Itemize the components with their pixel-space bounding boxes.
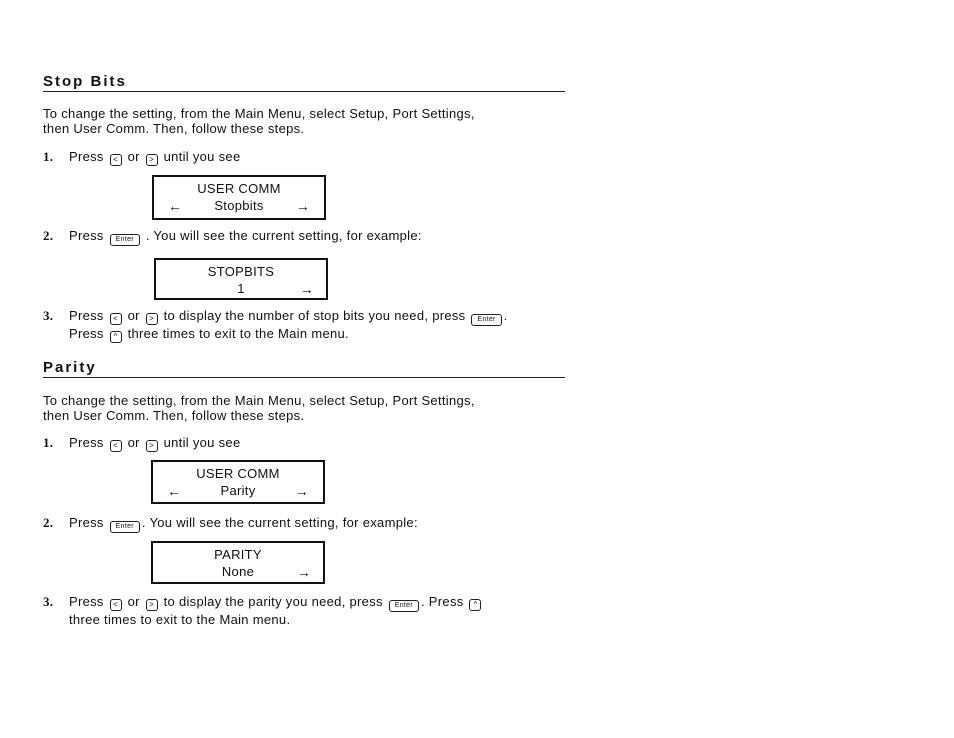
stop-bits-step-2: 2. Press Enter . You will see the curren…	[43, 228, 583, 246]
parity-intro: To change the setting, from the Main Men…	[43, 393, 563, 423]
arrow-right-icon: →	[295, 198, 310, 214]
intro-line-1: To change the setting, from the Main Men…	[43, 393, 475, 408]
parity-step-2: 2. Press Enter. You will see the current…	[43, 515, 583, 533]
stop-bits-step-3: 3. Press < or > to display the number of…	[43, 308, 583, 343]
step-text: or	[127, 435, 140, 450]
parity-step-1: 1. Press < or > until you see	[43, 435, 583, 452]
step-text: Press	[69, 594, 104, 609]
left-key-icon: <	[109, 440, 122, 452]
stop-bits-step-1: 1. Press < or > until you see	[43, 149, 583, 166]
lcd-display-user-comm-parity: USER COMM Parity ← →	[151, 460, 325, 504]
lcd-line-1: PARITY	[214, 547, 262, 562]
section-heading-parity: Parity	[43, 359, 565, 378]
step-text: Press	[69, 149, 104, 164]
step-text: three times to exit to the Main menu.	[127, 326, 349, 341]
step-text: Press	[69, 326, 104, 341]
step-text: Press	[69, 515, 104, 530]
enter-key-icon: Enter	[109, 521, 140, 533]
step-text: Press	[69, 228, 104, 243]
lcd-line-1: USER COMM	[196, 466, 280, 481]
step-text: three times to exit to the Main menu.	[69, 612, 291, 627]
lcd-display-stopbits-value: STOPBITS 1 →	[154, 258, 328, 300]
lcd-display-parity-value: PARITY None →	[151, 541, 325, 584]
intro-line-2: then User Comm. Then, follow these steps…	[43, 408, 305, 423]
lcd-line-1: STOPBITS	[207, 264, 275, 279]
left-key-icon: <	[109, 313, 122, 325]
left-key-icon: <	[109, 154, 122, 166]
step-text: or	[127, 308, 140, 323]
up-key-icon: ^	[469, 599, 482, 611]
arrow-left-icon: ←	[167, 483, 182, 499]
intro-line-1: To change the setting, from the Main Men…	[43, 106, 475, 121]
step-number: 1.	[43, 435, 54, 450]
lcd-line-2: Parity	[220, 483, 256, 498]
up-key-icon: ^	[109, 331, 122, 343]
step-text: Press	[69, 308, 104, 323]
step-text: . You will see the current setting, for …	[145, 228, 422, 243]
step-text: . Press	[420, 594, 464, 609]
right-key-icon: >	[145, 154, 158, 166]
step-text: Press	[69, 435, 104, 450]
parity-step-3: 3. Press < or > to display the parity yo…	[43, 594, 583, 627]
step-text: to display the number of stop bits you n…	[163, 308, 466, 323]
step-text: or	[127, 594, 140, 609]
lcd-line-1: USER COMM	[197, 181, 281, 196]
arrow-right-icon: →	[296, 564, 311, 580]
right-key-icon: >	[145, 440, 158, 452]
arrow-right-icon: →	[299, 281, 314, 297]
step-text: to display the parity you need, press	[163, 594, 383, 609]
step-text: until you see	[163, 435, 241, 450]
lcd-line-2: None	[221, 564, 255, 579]
step-number: 3.	[43, 308, 54, 323]
left-key-icon: <	[109, 599, 122, 611]
section-heading-stop-bits: Stop Bits	[43, 73, 565, 92]
arrow-left-icon: ←	[168, 198, 183, 214]
step-text: or	[127, 149, 140, 164]
enter-key-icon: Enter	[388, 600, 419, 612]
lcd-line-2: Stopbits	[214, 198, 264, 213]
stop-bits-intro: To change the setting, from the Main Men…	[43, 106, 563, 136]
step-text: until you see	[163, 149, 241, 164]
step-number: 1.	[43, 149, 54, 164]
right-key-icon: >	[145, 599, 158, 611]
enter-key-icon: Enter	[109, 234, 140, 246]
step-number: 3.	[43, 594, 54, 609]
right-key-icon: >	[145, 313, 158, 325]
enter-key-icon: Enter	[471, 314, 502, 326]
step-text: .	[503, 308, 508, 323]
lcd-display-user-comm-stopbits: USER COMM Stopbits ← →	[152, 175, 326, 220]
step-number: 2.	[43, 228, 54, 243]
step-text: . You will see the current setting, for …	[141, 515, 418, 530]
arrow-right-icon: →	[294, 483, 309, 499]
intro-line-2: then User Comm. Then, follow these steps…	[43, 121, 305, 136]
lcd-line-2: 1	[237, 281, 245, 296]
step-number: 2.	[43, 515, 54, 530]
